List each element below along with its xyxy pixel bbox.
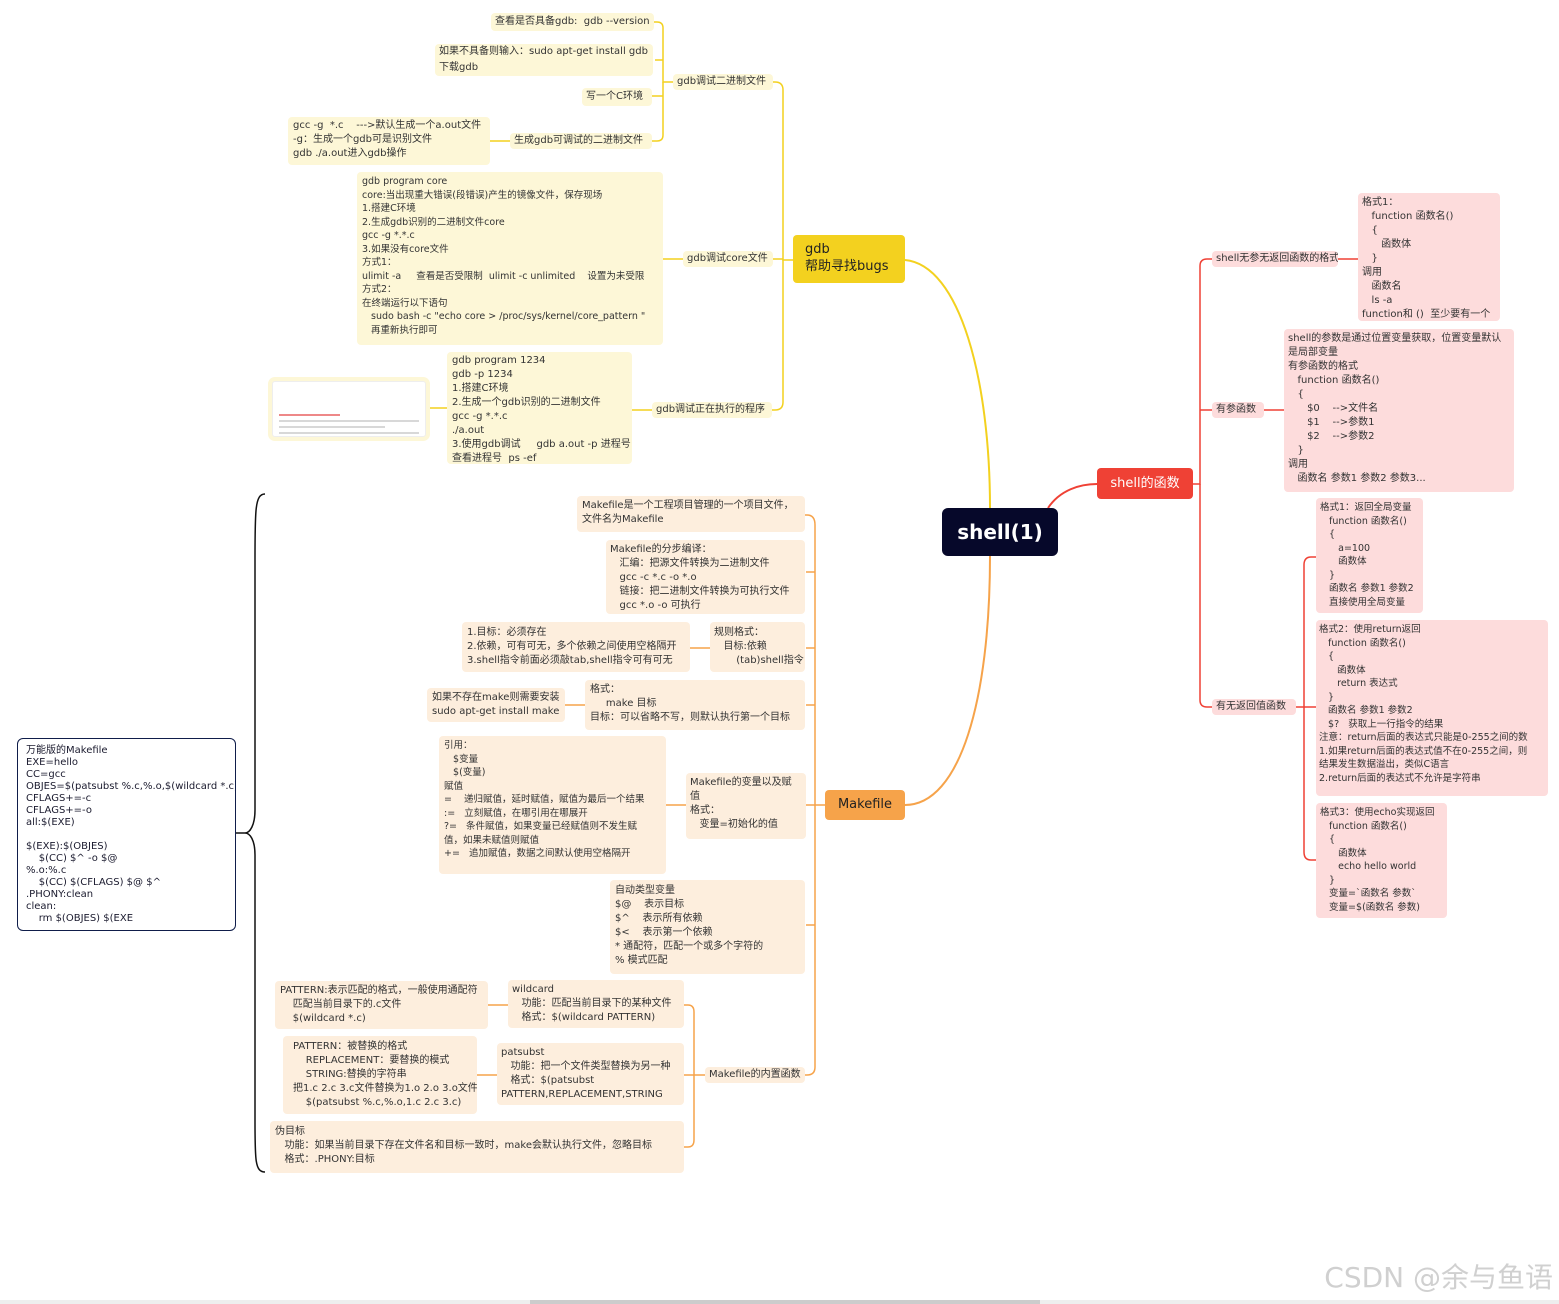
noparam-func-node[interactable]: shell无参无返回函数的格式 [1212,251,1338,267]
noparam-func-detail-node[interactable]: 格式1： function 函数名() { 函数体 } 调用 函数名 ls -a… [1358,193,1500,321]
makefile-patsubst-detail-node[interactable]: PATTERN：被替换的格式 REPLACEMENT：要替换的模式 STRING… [283,1036,477,1114]
makefile-branch-node[interactable]: Makefile [825,790,905,820]
gdb-running-node[interactable]: gdb调试正在执行的程序 [652,402,772,418]
gdb-binary-node[interactable]: gdb调试二进制文件 [673,74,773,90]
makefile-wildcard-detail-node[interactable]: PATTERN:表示匹配的格式，一般使用通配符 匹配当前目录下的.c文件 $(w… [275,981,488,1029]
gdb-branch-node[interactable]: gdb 帮助寻找bugs [793,235,905,283]
makefile-vars-node[interactable]: Makefile的变量以及赋 值 格式： 变量=初始化的值 [686,773,806,839]
return-func-node[interactable]: 有无返回值函数 [1212,699,1296,715]
makefile-patsubst-node[interactable]: patsubst 功能：把一个文件类型替换为另一种 格式：$(patsubst … [497,1043,684,1105]
gdb-core-detail-node[interactable]: gdb program core core:当出现重大错误(段错误)产生的镜像文… [357,172,663,345]
gdb-core-node[interactable]: gdb调试core文件 [683,251,773,267]
watermark: CSDN @余与鱼语 [1324,1261,1553,1294]
gdb-screenshot-thumbnail [272,381,426,437]
makefile-rules-format-node[interactable]: 规则格式： 目标:依赖 (tab)shell指令 [710,622,805,672]
makefile-rules-detail-node[interactable]: 1.目标：必须存在 2.依赖，可有可无，多个依赖之间使用空格隔开 3.shell… [462,622,690,672]
makefile-steps-node[interactable]: Makefile的分步编译： 汇编：把源文件转换为二进制文件 gcc -c *.… [606,540,805,614]
gdb-install-node[interactable]: 如果不具备则输入：sudo apt-get install gdb 下载gdb [435,44,653,76]
return-format2-node[interactable]: 格式2：使用return返回 function 函数名() { 函数体 retu… [1316,620,1548,796]
makefile-install-node[interactable]: 如果不存在make则需要安装 sudo apt-get install make [427,688,565,722]
makefile-auto-vars-node[interactable]: 自动类型变量 $@ 表示目标 $^ 表示所有依赖 $< 表示第一个依赖 * 通配… [610,880,805,974]
param-func-detail-node[interactable]: shell的参数是通过位置变量获取，位置变量默认 是局部变量 有参函数的格式 f… [1284,329,1514,492]
makefile-wildcard-node[interactable]: wildcard 功能：匹配当前目录下的某种文件 格式：$(wildcard P… [508,980,684,1028]
makefile-format-node[interactable]: 格式： make 目标 目标：可以省略不写，则默认执行第一个目标 [585,680,805,730]
return-format3-node[interactable]: 格式3：使用echo实现返回 function 函数名() { 函数体 echo… [1316,803,1447,918]
gdb-check-node[interactable]: 查看是否具备gdb: gdb --version [491,13,654,31]
makefile-vars-detail-node[interactable]: 引用： $变量 $(变量) 赋值 = 递归赋值，延时赋值，赋值为最后一个结果 :… [439,736,666,874]
gdb-running-detail-node[interactable]: gdb program 1234 gdb -p 1234 1.搭建C环境 2.生… [447,352,632,464]
functions-branch-node[interactable]: shell的函数 [1097,468,1193,499]
gdb-gen-detail-node[interactable]: gcc -g *.c --->默认生成一个a.out文件 -g：生成一个gdb可… [288,117,490,165]
makefile-builtin-node[interactable]: Makefile的内置函数 [705,1067,805,1083]
gdb-gen-node[interactable]: 生成gdb可调试的二进制文件 [510,133,652,149]
param-func-node[interactable]: 有参函数 [1212,402,1264,418]
scrollbar-thumb[interactable] [530,1300,1040,1304]
root-node[interactable]: shell(1) [942,508,1058,556]
makefile-intro-node[interactable]: Makefile是一个工程项目管理的一个项目文件， 文件名为Makefile [577,496,805,532]
horizontal-scrollbar[interactable] [0,1300,1559,1304]
universal-makefile-node[interactable]: 万能版的Makefile EXE=hello CC=gcc OBJES=$(pa… [17,738,236,931]
gdb-write-c-node[interactable]: 写一个C环境 [582,88,652,106]
return-format1-node[interactable]: 格式1：返回全局变量 function 函数名() { a=100 函数体 } … [1316,498,1423,613]
makefile-phony-node[interactable]: 伪目标 功能：如果当前目录下存在文件名和目标一致时，make会默认执行文件，忽略… [270,1121,684,1173]
